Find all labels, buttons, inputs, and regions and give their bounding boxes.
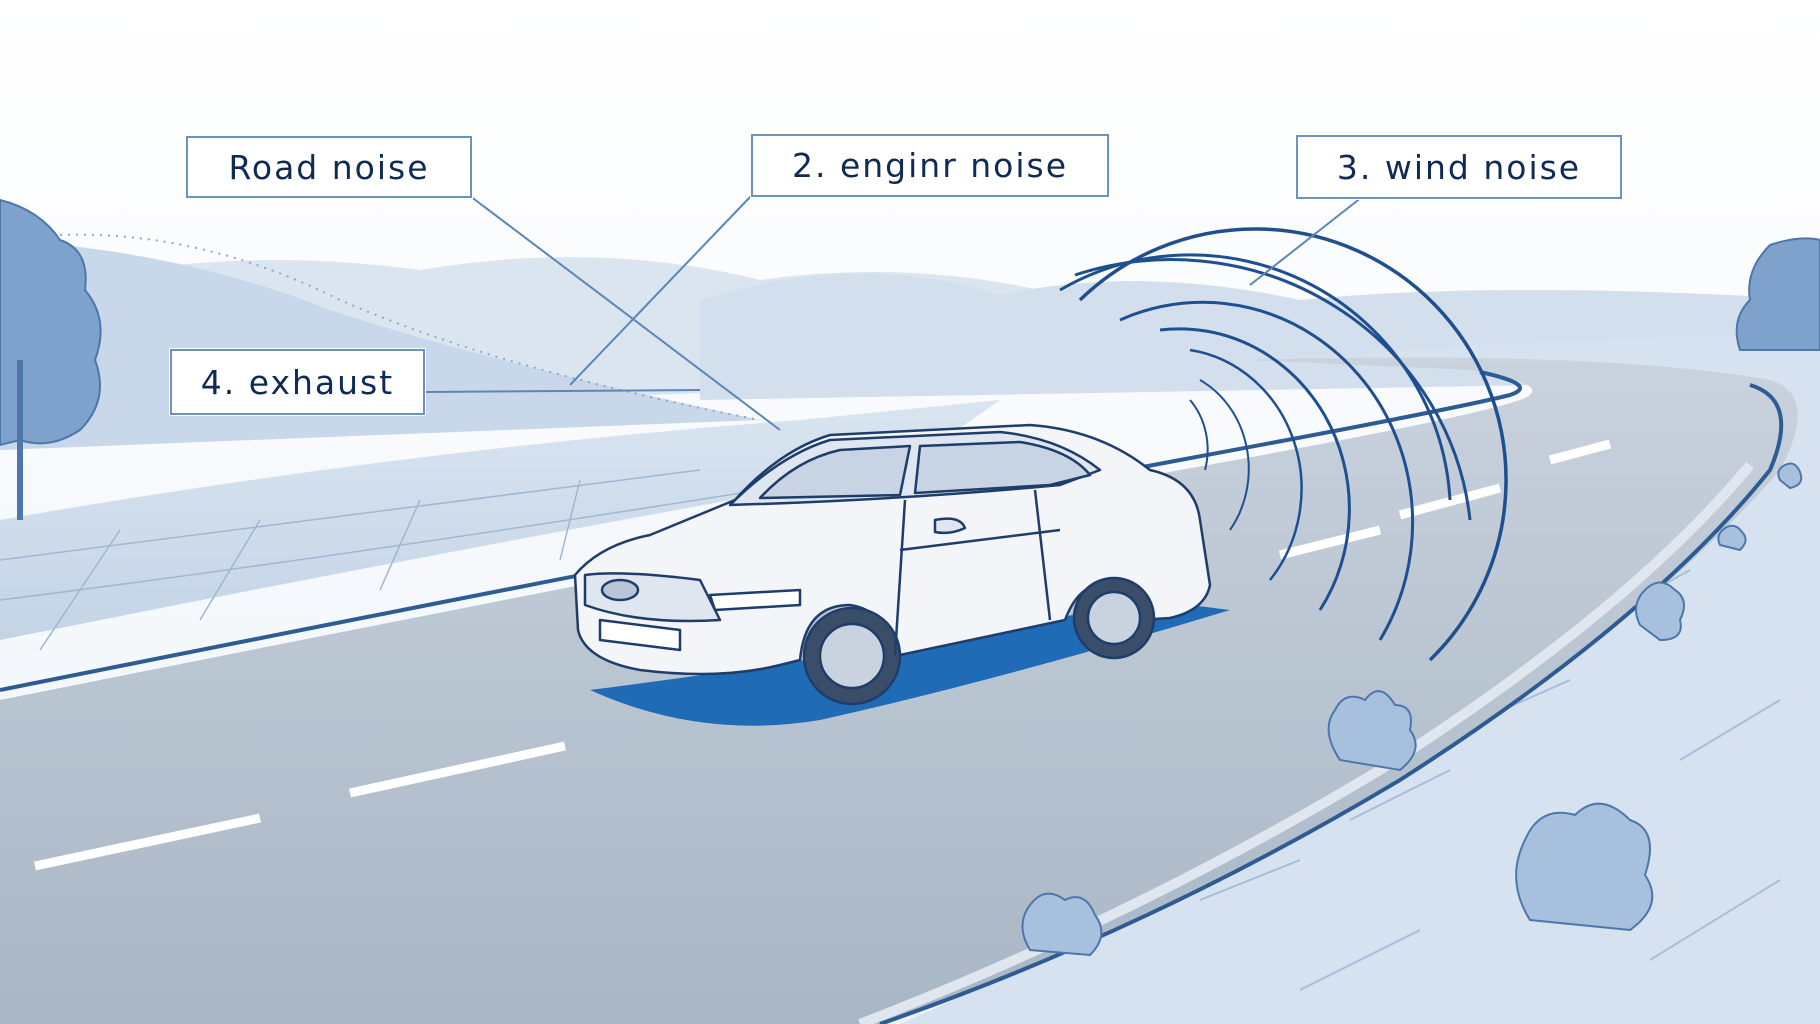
tree-icon: [0, 198, 102, 520]
lane-markings: [34, 439, 1612, 871]
field-lines: [0, 469, 761, 651]
left-field: [0, 400, 1000, 640]
road-edge-far-inner: [858, 461, 1754, 1024]
leader-lines: [424, 195, 1363, 431]
sedan-car-icon: [573, 423, 1212, 706]
engine-noise-label: 2. enginr noise: [751, 134, 1109, 197]
exhaust-label: 4. exhaust: [170, 349, 425, 415]
car-shadow: [590, 600, 1230, 726]
tree-icon-right: [1735, 237, 1820, 351]
sound-wave-icon: [1059, 227, 1508, 662]
road-noise-label: Road noise: [186, 136, 472, 198]
wind-noise-label: 3. wind noise: [1296, 135, 1622, 199]
bush-icon: [1021, 462, 1803, 957]
